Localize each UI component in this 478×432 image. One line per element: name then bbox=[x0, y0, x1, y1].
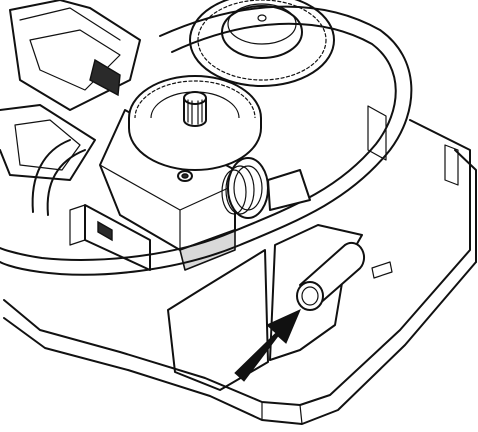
gear-shaft-knob bbox=[183, 91, 207, 127]
direction-arrow bbox=[234, 309, 301, 382]
cable-loop bbox=[0, 5, 413, 276]
housing-base bbox=[3, 105, 477, 425]
mounting-screw bbox=[177, 170, 193, 182]
drive-gear-large bbox=[189, 0, 335, 87]
tube-fitting bbox=[221, 157, 311, 219]
arrow-shape bbox=[234, 309, 301, 382]
tube-pin bbox=[296, 241, 366, 311]
